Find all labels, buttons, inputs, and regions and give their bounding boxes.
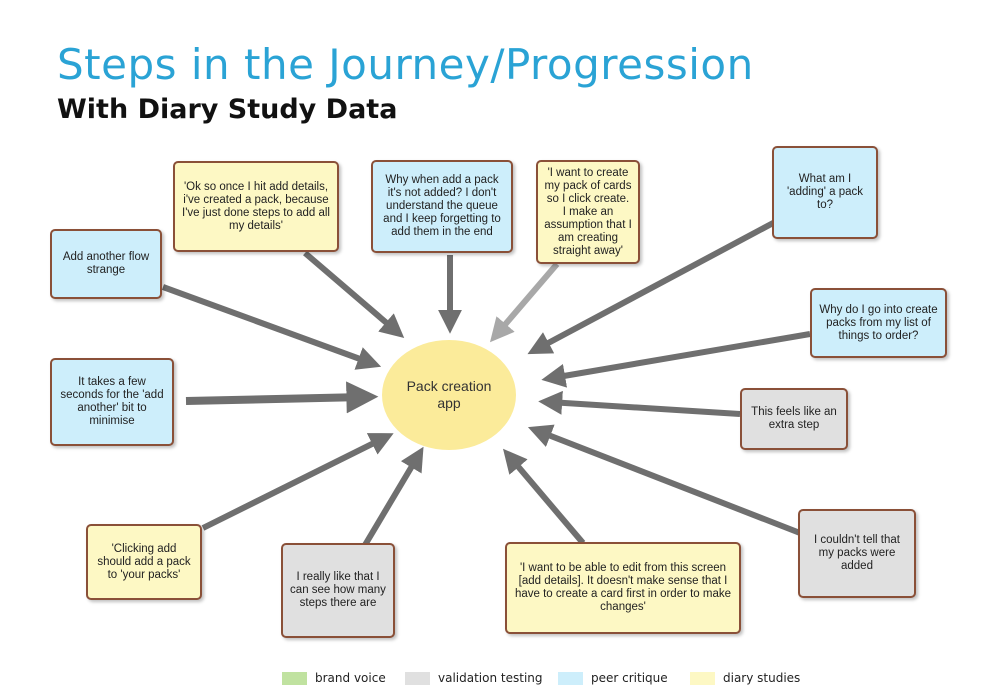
arrow-create-cards [489, 262, 560, 343]
note-steps-count: I really like that I can see how many st… [281, 543, 395, 638]
legend-item-diary-studies: diary studies [690, 668, 800, 688]
legend-swatch [405, 671, 430, 685]
note-add-details: 'Ok so once I hit add details, i've crea… [173, 161, 339, 252]
legend-item-peer-critique: peer critique [558, 668, 668, 688]
arrow-packs-added [527, 424, 802, 536]
legend-swatch [690, 671, 715, 685]
legend-item-validation-testing: validation testing [405, 668, 543, 688]
note-clicking-add: 'Clicking add should add a pack to 'your… [86, 524, 202, 600]
note-queue: Why when add a pack it's not added? I do… [371, 160, 513, 253]
legend-item-brand-voice: brand voice [282, 668, 386, 688]
note-create-from-list: Why do I go into create packs from my li… [810, 288, 947, 358]
page-subtitle: With Diary Study Data [57, 94, 398, 125]
note-adding-to: What am I 'adding' a pack to? [772, 146, 878, 239]
note-create-cards: 'I want to create my pack of cards so I … [536, 160, 640, 264]
arrow-edit-screen [503, 448, 586, 545]
page-title: Steps in the Journey/Progression [57, 40, 754, 89]
note-packs-added: I couldn't tell that my packs were added [798, 509, 916, 598]
legend-swatch [282, 671, 307, 685]
arrow-clicking-add [201, 433, 394, 531]
note-edit-screen: 'I want to be able to edit from this scr… [505, 542, 741, 634]
arrow-add-details [303, 250, 405, 339]
arrow-adding-to [527, 219, 777, 355]
arrow-extra-step [538, 390, 741, 417]
note-add-another-seconds: It takes a few seconds for the 'add anot… [50, 358, 174, 446]
arrow-create-from-list [541, 331, 811, 388]
note-extra-step: This feels like an extra step [740, 388, 848, 450]
arrow-flow-strange [161, 284, 382, 370]
note-flow-strange: Add another flow strange [50, 229, 162, 299]
center-node-pack-creation-app: Pack creation app [382, 340, 516, 450]
arrow-steps-count [362, 446, 424, 547]
legend-swatch [558, 671, 583, 685]
arrow-add-another-seconds [185, 381, 379, 414]
